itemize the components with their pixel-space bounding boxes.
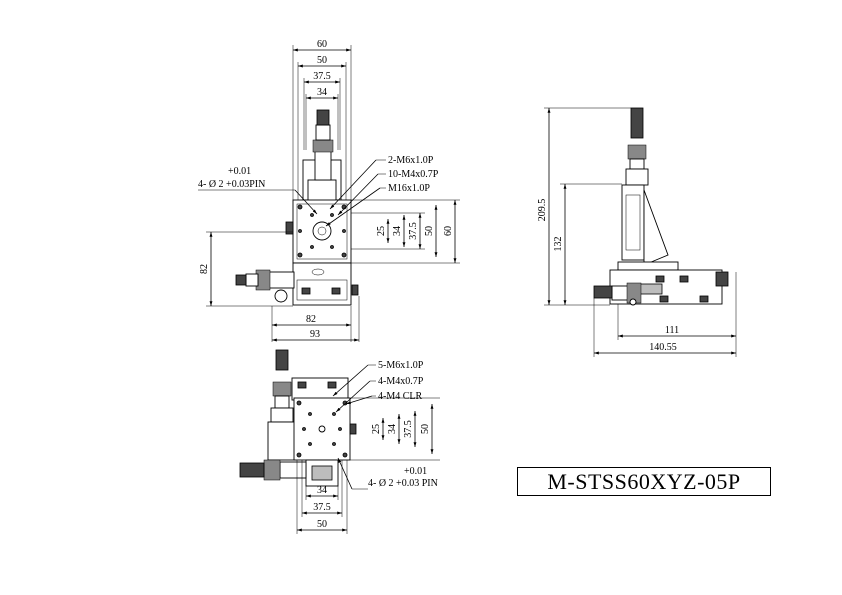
callout-10-m4: 10-M4x0.7P — [388, 169, 439, 180]
dim-top-60: 60 — [317, 39, 327, 50]
dim-bottom-right-34: 34 — [387, 424, 398, 434]
top-view-dims-right: 25 34 37.5 50 60 — [351, 199, 460, 264]
bottom-view: 5-M6x1.0P 4-M4x0.7P 4-M4 CLR +0.01 4- Ø … — [239, 349, 440, 534]
micrometer-bottom-x-icon — [239, 459, 307, 481]
dim-side-209-5: 209.5 — [537, 199, 548, 222]
dim-right-37-5: 37.5 — [408, 222, 419, 240]
dim-right-25: 25 — [376, 226, 387, 236]
dim-bottom-right-50: 50 — [420, 424, 431, 434]
top-view-callouts: 2-M6x1.0P 10-M4x0.7P M16x1.0P +0.01 4- Ø… — [198, 155, 439, 227]
pin-label-top: 4- Ø 2 +0.03PIN — [198, 179, 265, 190]
dim-bottom-93: 93 — [310, 329, 320, 340]
mounting-holes-top — [297, 204, 347, 258]
dim-bottom-right-37-5: 37.5 — [403, 420, 414, 438]
top-view-dims-top: 60 50 37.5 34 — [292, 39, 352, 200]
dim-side-132: 132 — [553, 237, 564, 252]
callout-4-m4-clr: 4-M4 CLR — [378, 391, 423, 402]
dim-top-50: 50 — [317, 55, 327, 66]
bottom-view-dims-bottom: 34 37.5 50 — [296, 460, 348, 534]
micrometer-top-icon — [312, 109, 334, 181]
dim-bottom-37-5: 37.5 — [313, 502, 331, 513]
pin-tolerance-bottom: +0.01 — [404, 466, 427, 477]
dim-top-37-5: 37.5 — [313, 71, 331, 82]
dim-bottom-right-25: 25 — [371, 424, 382, 434]
callout-m16: M16x1.0P — [388, 183, 430, 194]
side-view: 209.5 132 111 140.55 — [537, 107, 737, 357]
pin-tolerance-top: +0.01 — [228, 166, 251, 177]
top-view-dim-left: 82 — [199, 231, 293, 307]
dim-side-111: 111 — [665, 325, 679, 336]
micrometer-x-icon — [235, 269, 295, 303]
dim-left-82: 82 — [199, 264, 210, 274]
model-number-label: M-STSS60XYZ-05P — [517, 467, 771, 496]
dim-bottom-82: 82 — [306, 314, 316, 325]
top-view-dims-bottom: 82 93 — [271, 296, 360, 342]
dim-right-50: 50 — [424, 226, 435, 236]
top-view: 60 50 37.5 34 25 34 37.5 50 60 — [198, 39, 460, 342]
callout-2-m6: 2-M6x1.0P — [388, 155, 434, 166]
bottom-view-callouts: 5-M6x1.0P 4-M4x0.7P 4-M4 CLR +0.01 4- Ø … — [332, 360, 438, 490]
dim-bottom-34: 34 — [317, 485, 327, 496]
micrometer-bottom-top-icon — [270, 349, 294, 423]
dim-bottom-50: 50 — [317, 519, 327, 530]
callout-5-m6: 5-M6x1.0P — [378, 360, 424, 371]
dim-top-34: 34 — [317, 87, 327, 98]
dim-right-34: 34 — [392, 226, 403, 236]
side-view-dims-left: 209.5 132 — [537, 107, 631, 306]
dim-side-140-55: 140.55 — [649, 342, 677, 353]
bottom-view-dims-right: 25 34 37.5 50 — [350, 397, 440, 461]
callout-4-m4: 4-M4x0.7P — [378, 376, 424, 387]
dim-right-60: 60 — [443, 226, 454, 236]
pin-label-bottom: 4- Ø 2 +0.03 PIN — [368, 478, 438, 489]
micrometer-side-top-icon — [625, 107, 649, 186]
micrometer-side-x-icon — [593, 282, 642, 304]
side-view-dims-bottom: 111 140.55 — [593, 272, 737, 357]
